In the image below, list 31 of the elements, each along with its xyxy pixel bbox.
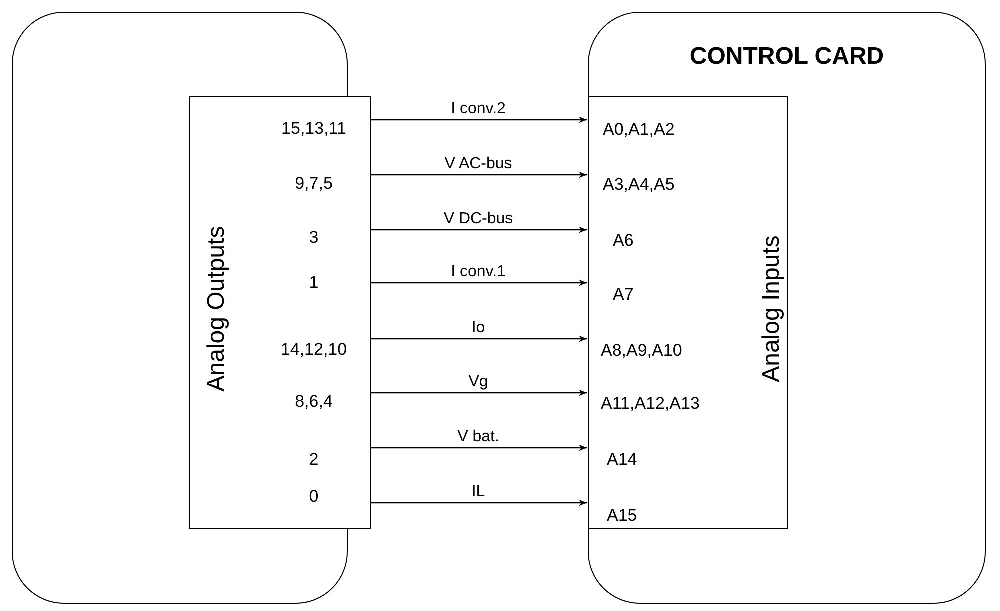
port-panel: [588, 96, 788, 529]
pin-number-label: 14,12,10: [280, 340, 348, 360]
channel-label: A15: [607, 506, 638, 526]
channel-label: A14: [607, 450, 638, 470]
channel-label: A7: [613, 285, 634, 305]
pin-number-label: 3: [309, 228, 319, 248]
pin-number-label: 9,7,5: [295, 174, 333, 194]
channel-label: A11,A12,A13: [601, 394, 700, 414]
port-group-label: Analog Inputs: [758, 235, 786, 382]
arrow: [370, 336, 587, 342]
arrow: [370, 390, 587, 396]
arrow: [370, 280, 587, 286]
pin-number-label: 0: [309, 487, 319, 507]
arrow: [370, 226, 587, 234]
pin-number-label: 8,6,4: [295, 392, 333, 412]
arrow: [370, 500, 587, 506]
channel-label: A0,A1,A2: [603, 120, 675, 140]
pin-number-label: 15,13,11: [282, 119, 346, 139]
port-group-label: Analog Outputs: [203, 226, 231, 392]
arrow: [370, 444, 587, 452]
arrow: [370, 172, 587, 178]
channel-label: A3,A4,A5: [603, 175, 675, 195]
channel-label: A8,A9,A10: [601, 341, 682, 361]
port-panel: [189, 96, 371, 529]
card-title: CONTROL CARD: [688, 43, 886, 71]
arrow: [370, 116, 587, 124]
pin-number-label: 2: [309, 450, 319, 470]
pin-number-label: 1: [309, 273, 319, 293]
rounded-box: [588, 12, 986, 604]
signal-label: Vg: [468, 373, 488, 391]
channel-label: A6: [613, 231, 634, 251]
